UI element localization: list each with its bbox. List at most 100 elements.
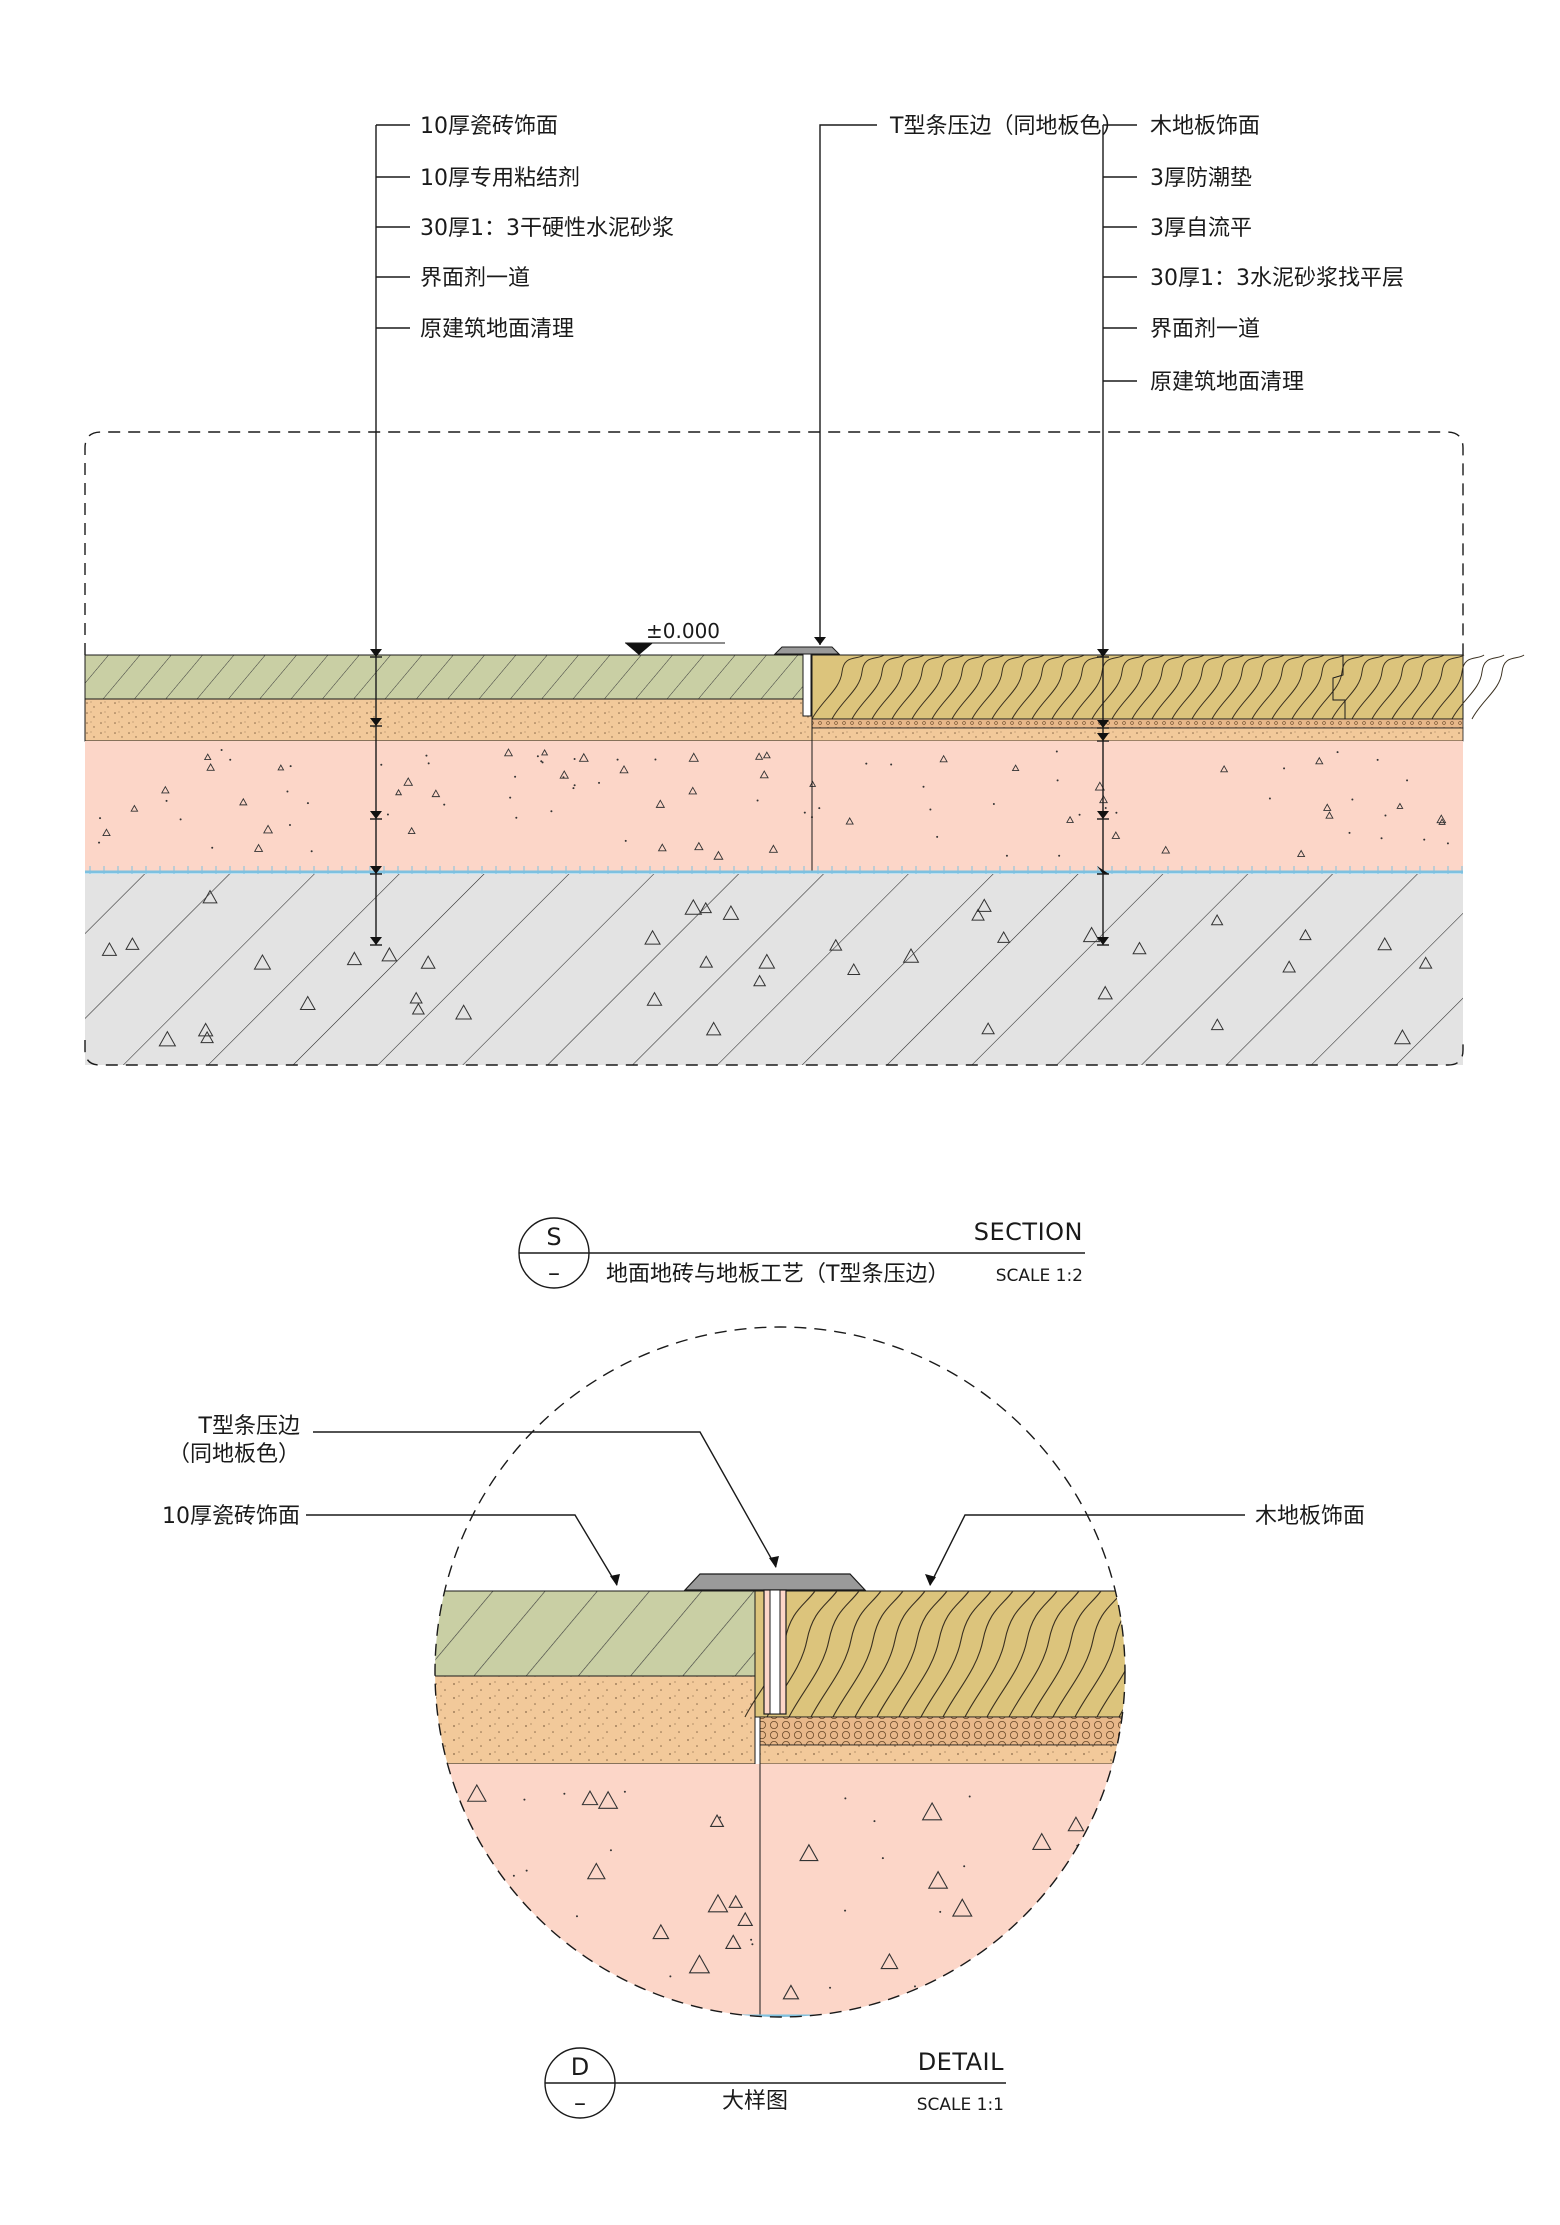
screed-aggregate-dot bbox=[211, 846, 214, 849]
screed-aggregate-dot bbox=[380, 763, 383, 766]
screed-aggregate-mark bbox=[1111, 831, 1121, 839]
detail-screed-aggregate-mark bbox=[1067, 1816, 1085, 1832]
wood-grain-line bbox=[1011, 654, 1065, 720]
screed-aggregate-mark bbox=[1220, 765, 1229, 773]
detail-wood-grain bbox=[744, 1590, 1211, 1718]
detail-wood-grain-line bbox=[854, 1590, 926, 1718]
section-layers: ±0.000 bbox=[84, 431, 1525, 1066]
tongue-groove-joint bbox=[1332, 655, 1346, 719]
screed-aggregate-dot bbox=[220, 749, 223, 752]
section-tag-sheet: – bbox=[548, 1259, 560, 1287]
screed-aggregate-dot bbox=[425, 754, 428, 757]
detail-enlargement: T型条压边 （同地板色） 10厚瓷砖饰面 木地板饰面 bbox=[162, 1326, 1365, 2018]
detail-title-cn: 大样图 bbox=[722, 2089, 788, 2114]
detail-screed-aggregate-dot bbox=[751, 1943, 754, 1946]
wood-grain-line bbox=[871, 654, 925, 720]
screed-aggregate-mark bbox=[1011, 764, 1020, 772]
detail-wood-grain-line bbox=[1008, 1590, 1080, 1718]
detail-screed-aggregate-dot bbox=[750, 1938, 753, 1941]
screed-aggregate-mark bbox=[655, 799, 666, 808]
concrete-aggregate-mark bbox=[722, 904, 740, 920]
detail-screed-aggregate-mark bbox=[586, 1862, 606, 1880]
concrete-aggregate-mark bbox=[644, 929, 661, 945]
detail-wood-grain-line bbox=[898, 1590, 970, 1718]
screed-aggregate-dot bbox=[1115, 811, 1118, 814]
screed-aggregate-dot bbox=[573, 784, 576, 787]
detail-wood-grain-line bbox=[1052, 1590, 1124, 1718]
concrete-aggregate-mark bbox=[971, 908, 985, 921]
detail-screed-aggregate-mark bbox=[707, 1893, 729, 1913]
screed-aggregate-mark bbox=[1325, 811, 1334, 819]
screed-aggregate-mark bbox=[809, 780, 817, 787]
detail-screed-aggregate-dot bbox=[523, 1798, 526, 1801]
screed-aggregate-dot bbox=[98, 841, 101, 844]
wood-grain-line bbox=[1231, 654, 1285, 720]
screed-aggregate-dot bbox=[514, 775, 517, 778]
wood-grain-line bbox=[1391, 654, 1445, 720]
detail-screed-aggregate-dot bbox=[471, 1840, 473, 1843]
concrete-aggregate-mark bbox=[646, 991, 663, 1006]
concrete-aggregate-mark bbox=[705, 1021, 722, 1036]
detail-screed-aggregate-mark bbox=[597, 1790, 619, 1809]
concrete-aggregate-mark bbox=[346, 951, 363, 966]
wood-grain-line bbox=[1451, 654, 1505, 720]
callout-interface-agent-right: 界面剂一道 bbox=[1150, 317, 1260, 342]
wood-grain-line bbox=[1151, 654, 1205, 720]
wood-grain-line bbox=[851, 654, 905, 720]
concrete-aggregate-mark bbox=[847, 962, 861, 975]
screed-aggregate-dot bbox=[756, 799, 759, 802]
callout-dry-mortar: 30厚1：3干硬性水泥砂浆 bbox=[420, 216, 674, 241]
screed-aggregate-dot bbox=[427, 762, 430, 765]
wood-grain-line bbox=[1171, 654, 1225, 720]
wood-grain-line bbox=[1131, 654, 1185, 720]
screed-aggregate-dot bbox=[165, 799, 168, 802]
screed-aggregate-dot bbox=[818, 807, 821, 810]
detail-screed-aggregate-dot bbox=[563, 1792, 566, 1795]
screed-aggregate-mark bbox=[431, 789, 441, 798]
detail-screed-aggregate-mark bbox=[709, 1813, 725, 1827]
wood-grain-line bbox=[1091, 654, 1145, 720]
detail-wood-grain-line bbox=[920, 1590, 992, 1718]
detail-wood-grain-line bbox=[1141, 1591, 1211, 1717]
screed-aggregate-dot bbox=[624, 839, 627, 842]
detail-screed-aggregate-dot bbox=[939, 1910, 942, 1913]
screed-aggregate-dot bbox=[654, 758, 657, 761]
screed-aggregate-mark bbox=[503, 748, 514, 757]
screed-aggregate-mark bbox=[1315, 756, 1324, 765]
detail-screed-aggregate-dot bbox=[719, 1816, 722, 1819]
screed-aggregate-dot bbox=[1351, 798, 1354, 801]
self-leveling-layer bbox=[811, 727, 1464, 742]
screed-aggregate-mark bbox=[759, 770, 769, 779]
concrete-aggregate-mark bbox=[411, 1002, 425, 1015]
underlay-layer bbox=[811, 718, 1464, 729]
section-title-en: SECTION bbox=[974, 1218, 1083, 1246]
concrete-aggregate-mark bbox=[1299, 928, 1312, 941]
wood-grain-line bbox=[971, 654, 1025, 720]
screed-aggregate-mark bbox=[203, 753, 212, 760]
screed-aggregate-dot bbox=[865, 762, 868, 765]
detail-screed-aggregate-mark bbox=[688, 1954, 711, 1974]
screed-aggregate-dot bbox=[515, 816, 518, 819]
screed-aggregate-dot bbox=[572, 787, 575, 790]
detail-screed-aggregate-dot bbox=[609, 1849, 612, 1852]
detail-screed-aggregate-mark bbox=[1026, 1938, 1047, 1957]
detail-wood-grain-line bbox=[964, 1590, 1036, 1718]
screed-aggregate-dot bbox=[1104, 807, 1107, 810]
wood-grain-line bbox=[951, 654, 1005, 720]
screed-aggregate-dot bbox=[386, 813, 389, 816]
wood-grain-line bbox=[991, 654, 1045, 720]
concrete-aggregate-mark bbox=[158, 1030, 177, 1047]
wood-grain-line bbox=[1351, 654, 1405, 720]
detail-screed-aggregate-dot bbox=[881, 1857, 884, 1860]
screed-aggregate-dot bbox=[179, 818, 182, 821]
detail-screed-aggregate-dot bbox=[485, 1890, 488, 1893]
wood-grain-line bbox=[1471, 654, 1525, 720]
section-tag-letter: S bbox=[546, 1223, 561, 1251]
screed-aggregate-mark bbox=[688, 786, 698, 795]
detail-self-leveling-layer bbox=[759, 1744, 1125, 1765]
detail-screed-aggregate-mark bbox=[921, 1801, 943, 1821]
screed-aggregate-dot bbox=[1423, 838, 1426, 841]
section-scale: SCALE 1:2 bbox=[996, 1266, 1083, 1286]
detail-screed-aggregate-mark bbox=[1087, 1845, 1106, 1862]
screed-aggregate-dot bbox=[1376, 758, 1379, 761]
